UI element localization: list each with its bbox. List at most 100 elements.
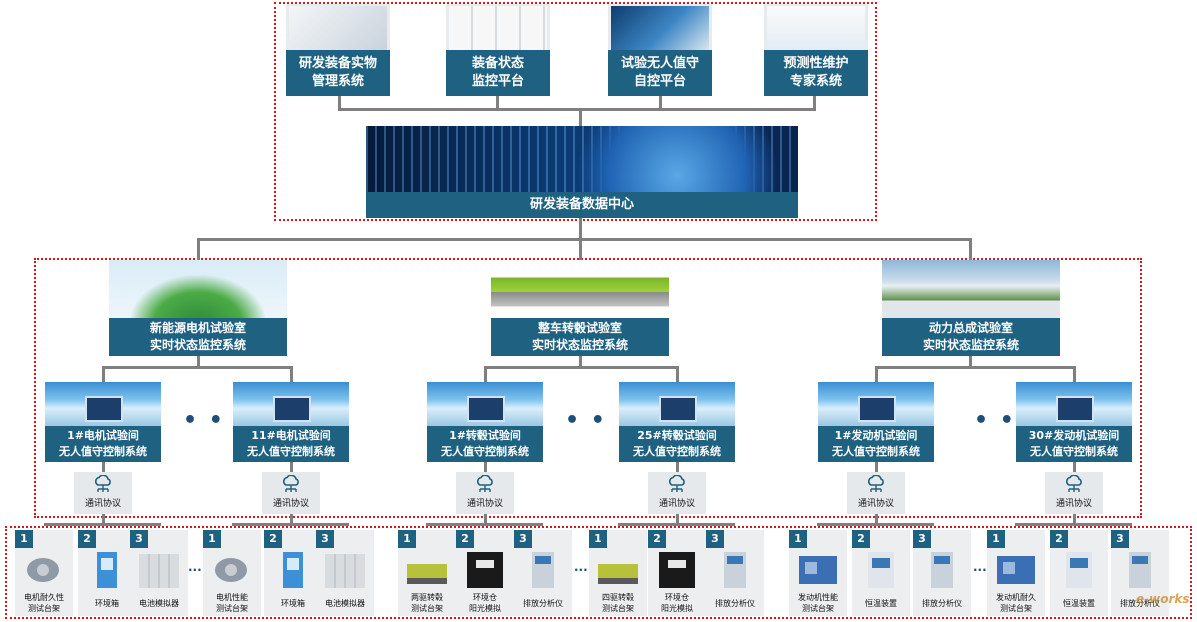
lab-label: 动力总成试验室 实时状态监控系统: [882, 318, 1060, 356]
device-number: 2: [264, 530, 282, 548]
top-region-border: [274, 2, 877, 221]
device-number: 1: [398, 530, 416, 548]
connector: [338, 94, 341, 110]
label-line: 环境箱: [281, 598, 305, 608]
room-card: 25#转毂试验间 无人值守控制系统: [619, 382, 735, 462]
device-card: 1 四驱转毂测试台架: [589, 530, 647, 616]
label-line: 排放分析仪: [1120, 598, 1160, 608]
label-line: 测试台架: [1000, 604, 1032, 613]
connector: [875, 462, 878, 472]
label-line: 阳光模拟: [469, 604, 501, 613]
cloud-network-icon: [868, 475, 884, 492]
label-line: 整车转毂试验室: [537, 321, 622, 335]
label-line: 两驱转毂: [411, 593, 443, 602]
thermostat-unit-icon: [868, 552, 894, 588]
control-room-image: [818, 382, 934, 426]
room-label: 11#电机试验间 无人值守控制系统: [233, 426, 349, 462]
connector: [579, 108, 582, 126]
system-label: 试验无人值守 自控平台: [608, 50, 712, 96]
connector: [496, 94, 499, 110]
label-line: 预测性维护: [783, 56, 849, 71]
system-label: 装备状态 监控平台: [446, 50, 550, 96]
label-line: 环境仓: [665, 593, 689, 602]
device-card: 2 环境仓阳光模拟: [648, 530, 706, 616]
device-number: 2: [78, 530, 96, 548]
device-card: 1 发动机耐久测试台架: [987, 530, 1045, 616]
emission-analyzer-icon: [532, 552, 554, 588]
label-line: 发动机性能: [798, 593, 838, 602]
emission-analyzer-icon: [931, 552, 953, 588]
label-line: 测试台架: [411, 604, 443, 613]
lab-card: 新能源电机试验室 实时状态监控系统: [109, 260, 287, 356]
connector: [676, 366, 679, 382]
label-line: 试验无人值守: [620, 56, 699, 71]
control-room-image: [45, 382, 161, 426]
small-ellipsis: ···: [973, 563, 987, 577]
system-card: 研发装备实物 管理系统: [286, 4, 390, 96]
connector: [338, 108, 816, 111]
device-number: 2: [456, 530, 474, 548]
device-label: 恒温装置: [1050, 590, 1108, 616]
connector: [579, 218, 582, 240]
connector: [102, 514, 105, 525]
device-card: 3 排放分析仪: [913, 530, 971, 616]
label-line: 恒温装置: [1063, 598, 1095, 608]
cloud-network-icon: [283, 475, 299, 492]
label-line: 实时状态监控系统: [531, 338, 628, 352]
device-card: 2 环境箱: [264, 530, 322, 616]
room-label: 1#发动机试验间 无人值守控制系统: [818, 426, 934, 462]
device-label: 环境仓阳光模拟: [648, 590, 706, 616]
watermark: e-works: [1136, 592, 1190, 606]
device-label: 两驱转毂测试台架: [398, 590, 456, 616]
motor-icon: [215, 558, 247, 582]
device-label: 发动机耐久测试台架: [987, 590, 1045, 616]
device-number: 3: [913, 530, 931, 548]
battery-simulator-icon: [139, 554, 179, 588]
monitor-photo: [449, 6, 547, 50]
connector: [197, 355, 200, 367]
connector: [969, 355, 972, 367]
connector: [875, 366, 878, 382]
device-card: 1 发动机性能测试台架: [789, 530, 847, 616]
device-number: 3: [514, 530, 532, 548]
label-line: 无人值守控制系统: [441, 445, 529, 458]
connector: [875, 514, 878, 525]
connector: [290, 514, 293, 525]
label-line: 排放分析仪: [922, 598, 962, 608]
label-line: 排放分析仪: [715, 598, 755, 608]
device-label: 环境箱: [264, 590, 322, 616]
protocol-box: 通讯协议: [74, 472, 132, 514]
label-line: 自控平台: [633, 74, 686, 89]
protocol-label: 通讯协议: [466, 499, 503, 509]
battery-simulator-icon: [325, 554, 365, 588]
label-line: 装备状态: [471, 56, 524, 71]
lab-card: 动力总成试验室 实时状态监控系统: [882, 260, 1060, 356]
touchscreen-photo: [611, 6, 709, 50]
system-label: 研发装备实物 管理系统: [286, 50, 390, 96]
label-line: 监控平台: [471, 74, 524, 89]
control-room-image: [1016, 382, 1132, 426]
connector: [290, 366, 293, 382]
connector: [44, 523, 161, 526]
device-number: 1: [589, 530, 607, 548]
room-label: 1#转毂试验间 无人值守控制系统: [427, 426, 543, 462]
connector: [102, 462, 105, 472]
device-label: 排放分析仪: [1111, 590, 1169, 616]
label-line: 无人值守控制系统: [633, 445, 721, 458]
device-card: 3 排放分析仪: [1111, 530, 1169, 616]
connector: [618, 523, 735, 526]
data-center-image: [366, 126, 798, 192]
middle-region-border: [34, 258, 1142, 518]
device-number: 2: [852, 530, 870, 548]
small-ellipsis: ···: [574, 563, 588, 577]
label-line: 测试台架: [602, 604, 634, 613]
label-line: 实时状态监控系统: [922, 338, 1019, 352]
lab-card: 整车转毂试验室 实时状态监控系统: [491, 260, 669, 356]
label-line: 管理系统: [311, 74, 364, 89]
device-card: 1 电机耐久性测试台架: [15, 530, 73, 616]
engine-test-bench-icon: [799, 556, 837, 584]
device-label: 排放分析仪: [913, 590, 971, 616]
environment-chamber-icon: [283, 552, 303, 588]
device-number: 2: [1050, 530, 1068, 548]
device-label: 电池模拟器: [130, 590, 188, 616]
